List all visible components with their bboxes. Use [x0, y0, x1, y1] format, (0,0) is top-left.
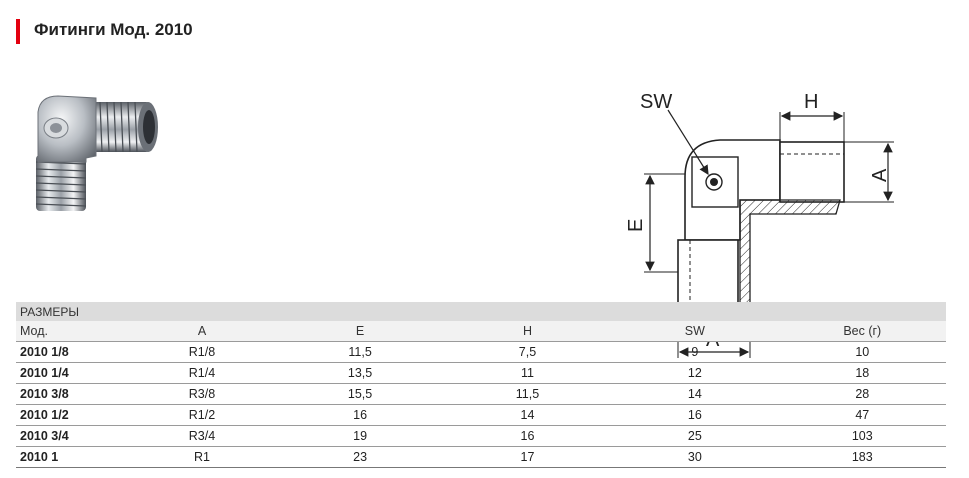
cell-a: R3/4: [127, 425, 277, 447]
column-header-a: A: [127, 321, 277, 342]
cell-weight: 10: [778, 341, 946, 363]
cell-model: 2010 3/8: [16, 383, 128, 405]
cell-weight: 18: [778, 362, 946, 384]
cell-h: 11,5: [443, 383, 612, 405]
column-header-weight: Вес (г): [778, 321, 946, 342]
cell-model: 2010 1: [16, 446, 128, 468]
cell-weight: 28: [778, 383, 946, 405]
label-h: H: [804, 91, 818, 113]
page-title: Фитинги Мод. 2010: [34, 20, 193, 39]
cell-h: 16: [443, 425, 612, 447]
column-header-e: E: [276, 321, 444, 342]
cell-model: 2010 1/8: [16, 341, 128, 363]
table-header-row: Мод. A E H SW Вес (г): [16, 321, 946, 342]
cell-sw: 12: [611, 362, 779, 384]
column-header-model: Мод.: [16, 321, 128, 342]
cell-sw: 14: [611, 383, 779, 405]
cell-h: 7,5: [443, 341, 612, 363]
cell-a: R3/8: [127, 383, 277, 405]
column-header-sw: SW: [611, 321, 779, 342]
cell-sw: 25: [611, 425, 779, 447]
cell-weight: 183: [778, 446, 946, 468]
label-e: E: [625, 219, 647, 232]
cell-e: 23: [276, 446, 444, 468]
cell-e: 16: [276, 404, 444, 426]
cell-model: 2010 1/4: [16, 362, 128, 384]
column-header-h: H: [443, 321, 612, 342]
label-sw: SW: [640, 91, 672, 113]
cell-sw: 9: [611, 341, 779, 363]
cell-a: R1/4: [127, 362, 277, 384]
cell-e: 19: [276, 425, 444, 447]
cell-weight: 103: [778, 425, 946, 447]
cell-a: R1/2: [127, 404, 277, 426]
cell-h: 11: [443, 362, 612, 384]
label-a-right: A: [869, 168, 891, 182]
cell-h: 14: [443, 404, 612, 426]
section-label: РАЗМЕРЫ: [16, 302, 946, 321]
title-accent-bar: [16, 19, 20, 44]
cell-e: 13,5: [276, 362, 444, 384]
cell-a: R1/8: [127, 341, 277, 363]
cell-sw: 30: [611, 446, 779, 468]
cell-sw: 16: [611, 404, 779, 426]
cell-e: 15,5: [276, 383, 444, 405]
cell-model: 2010 3/4: [16, 425, 128, 447]
cell-e: 11,5: [276, 341, 444, 363]
cell-a: R1: [127, 446, 277, 468]
cell-h: 17: [443, 446, 612, 468]
cell-weight: 47: [778, 404, 946, 426]
product-photo: [35, 95, 158, 211]
cell-model: 2010 1/2: [16, 404, 128, 426]
